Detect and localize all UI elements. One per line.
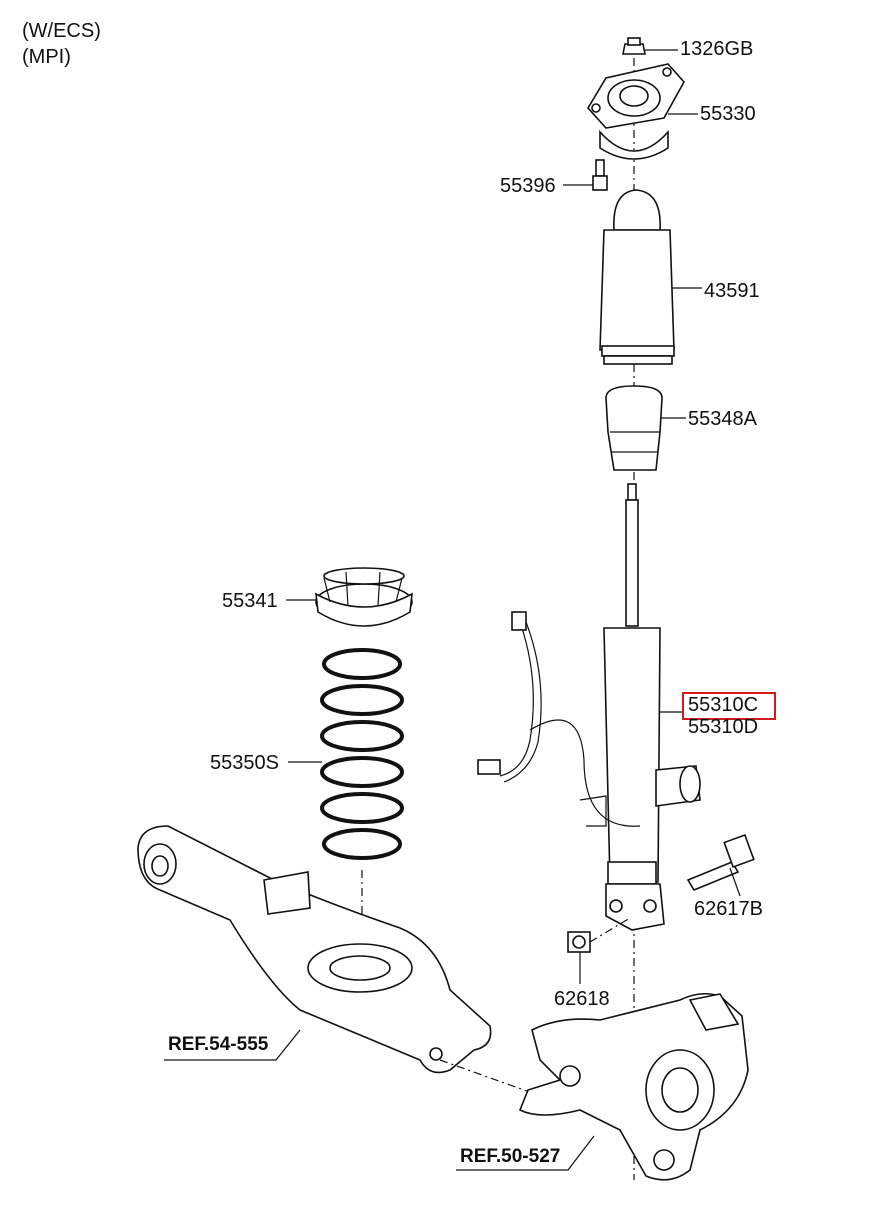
- nut-1326gb-drawing: [622, 37, 646, 55]
- leader-62617b: [729, 867, 741, 897]
- shock-absorber-drawing: [579, 483, 701, 931]
- mount-55330-drawing: [587, 63, 685, 160]
- bolt-62617b-drawing: [686, 833, 755, 892]
- leader-ref1: [164, 1029, 301, 1061]
- part-label-55341[interactable]: 55341: [222, 590, 278, 612]
- part-label-55350s[interactable]: 55350S: [210, 752, 279, 774]
- part-label-43591[interactable]: 43591: [704, 280, 760, 302]
- dust-cover-43591-drawing: [599, 189, 675, 365]
- part-label-1326gb[interactable]: 1326GB: [680, 38, 754, 60]
- bolt-55396-drawing: [592, 159, 608, 191]
- highlight-55310c: [682, 692, 776, 720]
- ref-label-54-555[interactable]: REF.54-555: [168, 1034, 269, 1055]
- leader-ref2: [456, 1135, 595, 1171]
- part-label-62618[interactable]: 62618: [554, 988, 610, 1010]
- part-label-55330[interactable]: 55330: [700, 103, 756, 125]
- part-label-55396[interactable]: 55396: [500, 175, 556, 197]
- coil-spring-55350s-drawing: [320, 648, 404, 860]
- part-label-62617b[interactable]: 62617B: [694, 898, 763, 920]
- lower-arm-drawing: [137, 825, 492, 1074]
- sensor-wire-drawing: [477, 611, 641, 827]
- spring-seat-55341-drawing: [315, 567, 413, 627]
- part-label-55310d[interactable]: 55310D: [688, 716, 759, 738]
- knuckle-drawing: [518, 992, 749, 1181]
- nut-62618-drawing: [567, 931, 591, 953]
- header-ecs: (W/ECS): [22, 20, 101, 42]
- part-label-55310c[interactable]: 55310C: [688, 694, 759, 716]
- ref-label-50-527[interactable]: REF.50-527: [460, 1146, 561, 1167]
- part-label-55348a[interactable]: 55348A: [688, 408, 757, 430]
- header-mpi: (MPI): [22, 46, 71, 68]
- bump-stop-55348a-drawing: [605, 385, 663, 471]
